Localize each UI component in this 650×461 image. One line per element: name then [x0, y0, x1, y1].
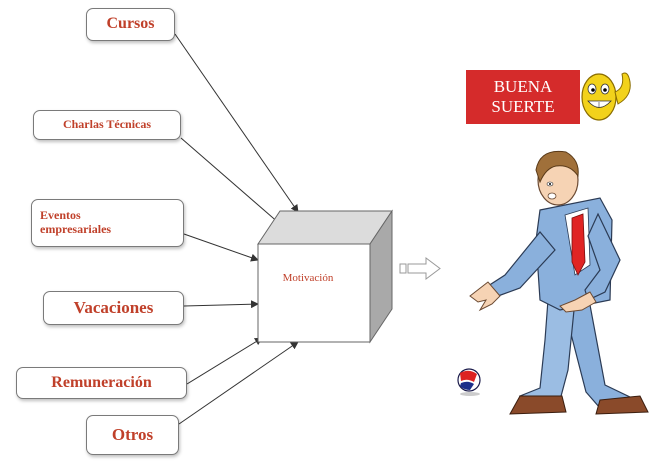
motivation-cube: [257, 209, 393, 344]
connector-vacaciones: [183, 300, 259, 309]
buena-suerte-badge: BUENA SUERTE: [466, 70, 580, 124]
arrow-right-icon: [399, 257, 441, 280]
motivation-label: Motivación: [282, 272, 334, 284]
input-box-remuneracion: Remuneración: [16, 367, 187, 399]
input-box-cursos: Cursos: [86, 8, 175, 41]
businessman-illustration: [469, 150, 649, 415]
ball-icon: [457, 368, 481, 396]
input-box-vacaciones: Vacaciones: [43, 291, 184, 325]
connector-charlas: [180, 137, 281, 225]
input-box-otros: Otros: [86, 415, 179, 455]
input-label-remuneracion: Remuneración: [51, 373, 152, 391]
badge-text: BUENA SUERTE: [491, 77, 555, 116]
input-box-eventos-empresariales: Eventos empresariales: [31, 199, 184, 247]
connector-remuneracion: [186, 337, 263, 385]
input-label-vacaciones: Vacaciones: [73, 298, 154, 318]
connector-otros: [178, 341, 299, 425]
connector-cursos: [174, 33, 299, 213]
connector-eventos: [183, 233, 259, 262]
input-label-eventos-empresariales: Eventos empresariales: [40, 208, 112, 236]
input-label-charlas-tecnicas: Charlas Técnicas: [62, 117, 152, 132]
smiley-thumbs-up-icon: [581, 72, 631, 121]
input-box-charlas-tecnicas: Charlas Técnicas: [33, 110, 181, 140]
input-label-cursos: Cursos: [106, 15, 155, 33]
input-label-otros: Otros: [111, 425, 154, 445]
